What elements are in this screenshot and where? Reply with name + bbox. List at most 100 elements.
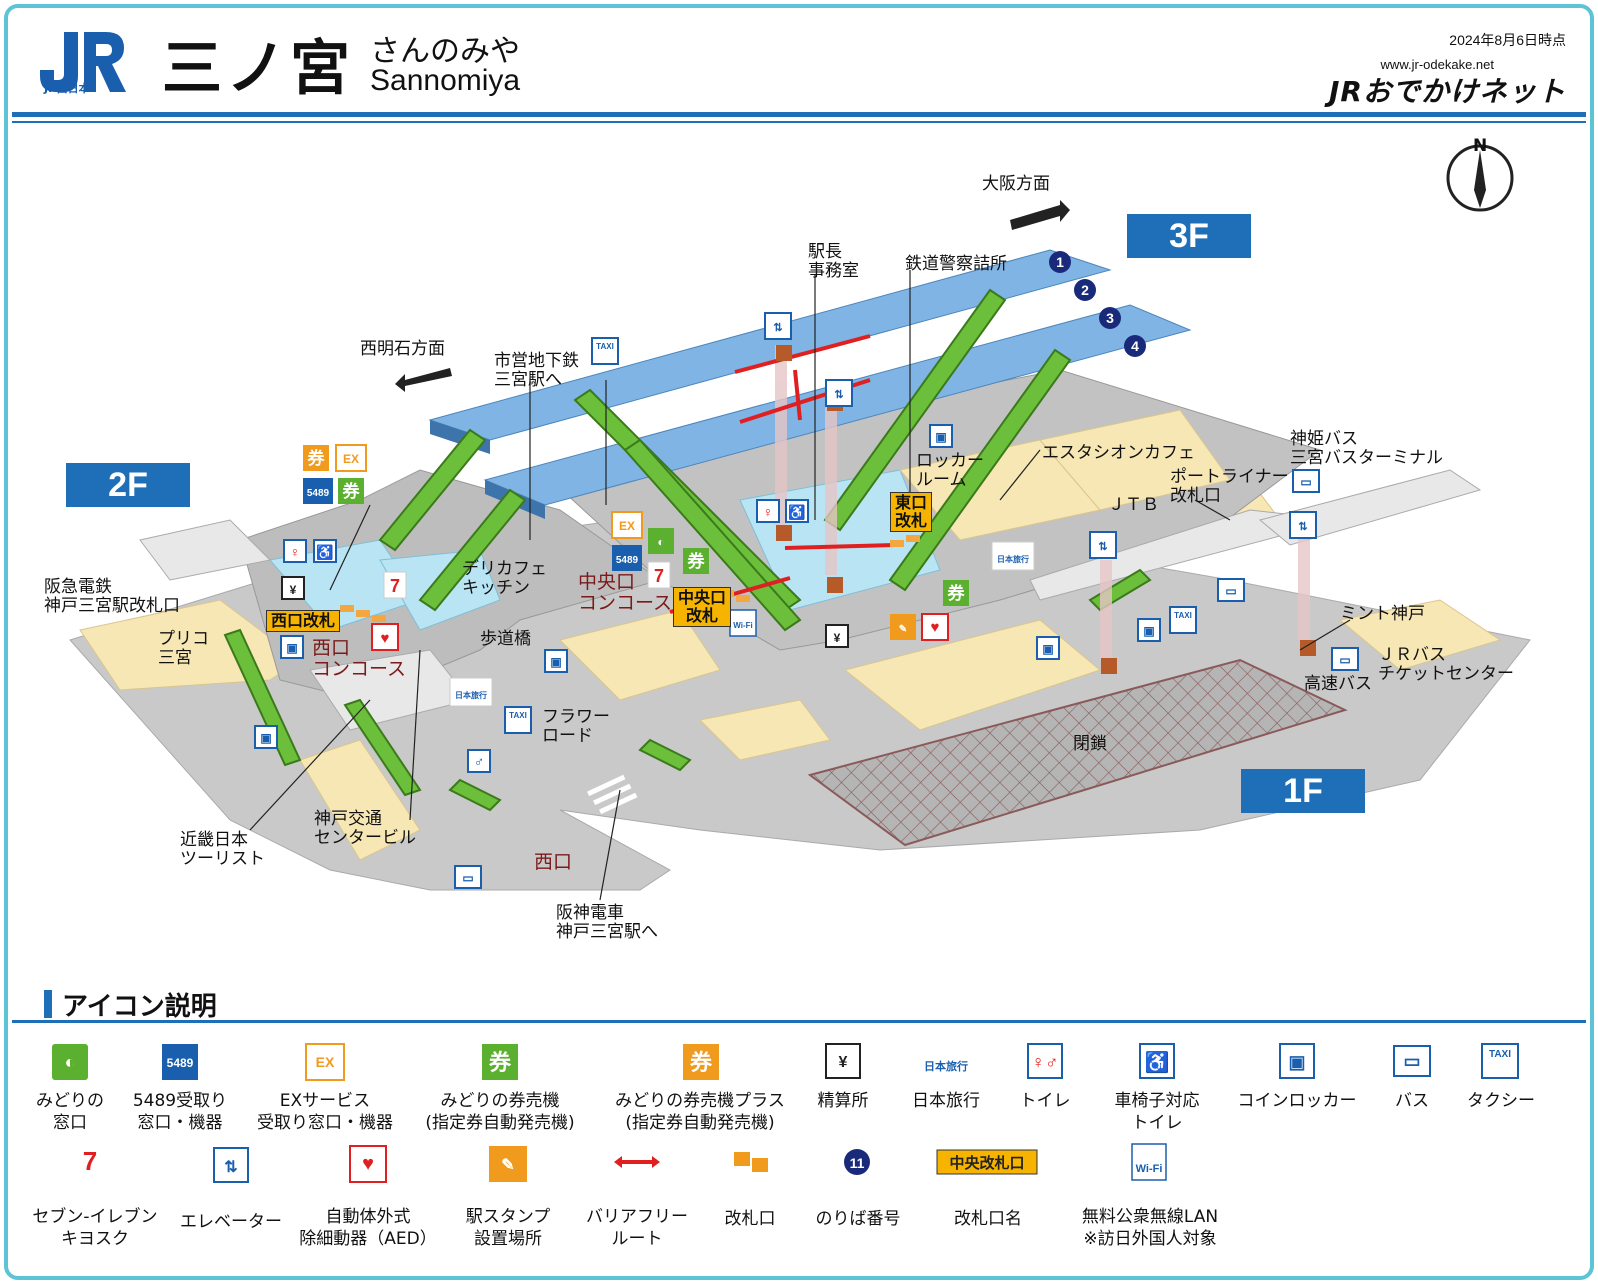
elevator-icon: ⇅ <box>773 322 782 334</box>
legend-label-stamp: 駅スタンプ 設置場所 <box>465 1207 551 1249</box>
header-divider-thin <box>12 121 1586 123</box>
gate-name-icon <box>936 1149 1038 1175</box>
label-flower: フラワー ロード <box>542 707 610 746</box>
wheelchair-toilet-icon: ♿ <box>1145 1050 1170 1074</box>
gate-west: 西口改札 <box>266 610 341 632</box>
legend-label-seven: セブン-イレブン キヨスク <box>32 1207 158 1249</box>
info-date: 2024年8月6日時点 <box>1449 32 1566 48</box>
closed-area <box>807 658 1348 847</box>
bus-icon: ▭ <box>462 871 473 885</box>
toilet-icon: ♀♂ <box>1032 1052 1059 1072</box>
label-shinki: 神姫バス 三宮バスターミナル <box>1290 429 1443 468</box>
svg-text:11: 11 <box>850 1155 865 1171</box>
svg-text:▭: ▭ <box>1225 584 1236 598</box>
jr-logo <box>34 28 128 98</box>
floor-tag-3f: 3F <box>1127 214 1251 258</box>
aed-icon: ♥ <box>381 630 390 647</box>
station-name-kana: さんのみや <box>370 34 520 69</box>
svg-text:♿: ♿ <box>788 504 805 521</box>
toilet-icon: ♀ <box>290 544 301 560</box>
nihon-ryoko-icon: 日本旅行 <box>924 1059 968 1073</box>
svg-text:◐: ◐ <box>657 535 664 549</box>
label-osaka: 大阪方面 <box>982 174 1050 194</box>
coin-locker-icon: ▣ <box>286 641 297 655</box>
jr-west-label: JR西日本 <box>44 82 90 95</box>
legend-label-gate-name: 改札口名 <box>954 1209 1022 1229</box>
svg-text:⇅: ⇅ <box>834 389 843 401</box>
5489-icon: 5489 <box>307 488 330 499</box>
label-west-exit: 西口 <box>534 851 573 873</box>
ticket-machine-icon: 券 <box>342 481 361 501</box>
elevator-icon: ⇅ <box>224 1159 237 1176</box>
svg-text:EX: EX <box>619 519 635 533</box>
svg-text:TAXI: TAXI <box>1174 611 1192 620</box>
platform-number-1: 1 <box>1056 254 1064 270</box>
aed-icon: ♥ <box>362 1153 374 1175</box>
seven-eleven-kiosk-icon: 7 <box>83 1146 97 1176</box>
legend-label-nihon: 日本旅行 <box>912 1091 980 1111</box>
svg-text:♀: ♀ <box>763 504 774 520</box>
platform-number-2: 2 <box>1081 282 1089 298</box>
wheelchair-icon: ♿ <box>316 544 333 561</box>
wifi-icon: Wi-Fi <box>733 621 752 630</box>
label-hankyu: 阪急電鉄 神戸三宮駅改札口 <box>44 577 180 616</box>
floor-tag-1f: 1F <box>1241 769 1365 813</box>
ticket-gate-icon <box>734 1152 768 1172</box>
svg-text:券: 券 <box>687 551 706 571</box>
site-url[interactable]: www.jr-odekake.net <box>1380 57 1494 72</box>
svg-text:7: 7 <box>654 566 664 586</box>
crosswalk <box>587 774 638 815</box>
label-west-concourse: 西口 コンコース <box>312 637 407 680</box>
legend-label-midori: みどりの 窓口 <box>36 1091 104 1133</box>
station-map: 1 2 3 4 券 EX 5489 券 ♀ ♿ ¥ 7 ♥ ▣ ▣ ▣ TAXI… <box>69 144 1531 901</box>
legend-icons: ◐ 5489 EX 券 券 ¥ 日本旅行 ♀♂ ♿ ▣ ▭ TAXI 7 ⇅ ♥… <box>52 1043 1519 1183</box>
ex-icon: EX <box>343 452 359 466</box>
svg-text:⇅: ⇅ <box>1298 521 1307 533</box>
nihon-ryoko-icon: 日本旅行 <box>997 554 1029 564</box>
seven-icon: 7 <box>390 576 400 596</box>
legend-label-taxi: タクシー <box>1467 1091 1535 1111</box>
legend-title-bar <box>44 990 52 1018</box>
svg-text:日本旅行: 日本旅行 <box>455 690 487 700</box>
legend-label-fare: 精算所 <box>817 1091 869 1111</box>
escalators <box>223 288 1152 812</box>
label-puriko: プリコ 三宮 <box>158 629 209 668</box>
ticket-plus-icon: 券 <box>307 448 326 468</box>
legend-label-platform: のりば番号 <box>815 1209 901 1229</box>
legend-label-ticket: みどりの券売機 (指定券自動発売機) <box>425 1091 575 1133</box>
stamp-icon: ✎ <box>899 624 907 635</box>
svg-text:TAXI: TAXI <box>596 342 614 351</box>
legend-label-gate: 改札口 <box>724 1209 776 1229</box>
platform-number-icon <box>844 1149 870 1175</box>
ticket-machine-plus-icon: 券 <box>689 1050 713 1075</box>
legend-label-locker: コインロッカー <box>1237 1091 1357 1111</box>
fare-adjust-icon: ¥ <box>839 1054 848 1071</box>
label-kinki: 近畿日本 ツーリスト <box>180 830 265 869</box>
taxi-icon: TAXI <box>1489 1049 1511 1060</box>
map-icons: 券 EX 5489 券 ♀ ♿ ¥ 7 ♥ ▣ ▣ ▣ TAXI ♂ ▭ TAX… <box>254 312 1359 889</box>
label-police: 鉄道警察詰所 <box>905 254 1007 274</box>
taxi-icon: TAXI <box>509 711 527 720</box>
coin-locker-icon: ▣ <box>1288 1052 1305 1072</box>
platform-number-3: 3 <box>1106 310 1114 326</box>
legend-label-bus: バス <box>1395 1091 1429 1111</box>
header-divider <box>12 112 1586 117</box>
svg-text:▭: ▭ <box>1339 653 1350 667</box>
label-closed: 閉鎖 <box>1073 734 1107 754</box>
legend-title: アイコン説明 <box>62 992 217 1022</box>
gate-east: 東口 改札 <box>890 492 933 532</box>
label-deli: デリカフェ キッチン <box>462 559 547 598</box>
fare-adjust-icon: ¥ <box>290 583 297 597</box>
svg-text:▣: ▣ <box>550 655 561 669</box>
site-brand[interactable]: JRおでかけネット <box>1329 75 1566 108</box>
svg-text:▣: ▣ <box>1143 624 1154 638</box>
leader-lines <box>249 270 1351 901</box>
svg-text:券: 券 <box>947 583 966 603</box>
5489-icon: 5489 <box>167 1056 194 1070</box>
direction-arrow-osaka <box>1010 200 1070 230</box>
platform-numbers: 1 2 3 4 <box>1049 251 1146 357</box>
compass-icon <box>1446 144 1514 212</box>
legend-label-ex: EXサービス 受取り窓口・機器 <box>257 1091 393 1133</box>
legend-label-5489: 5489受取り 窓口・機器 <box>132 1091 228 1133</box>
station-name-romaji: Sannomiya <box>370 64 521 97</box>
